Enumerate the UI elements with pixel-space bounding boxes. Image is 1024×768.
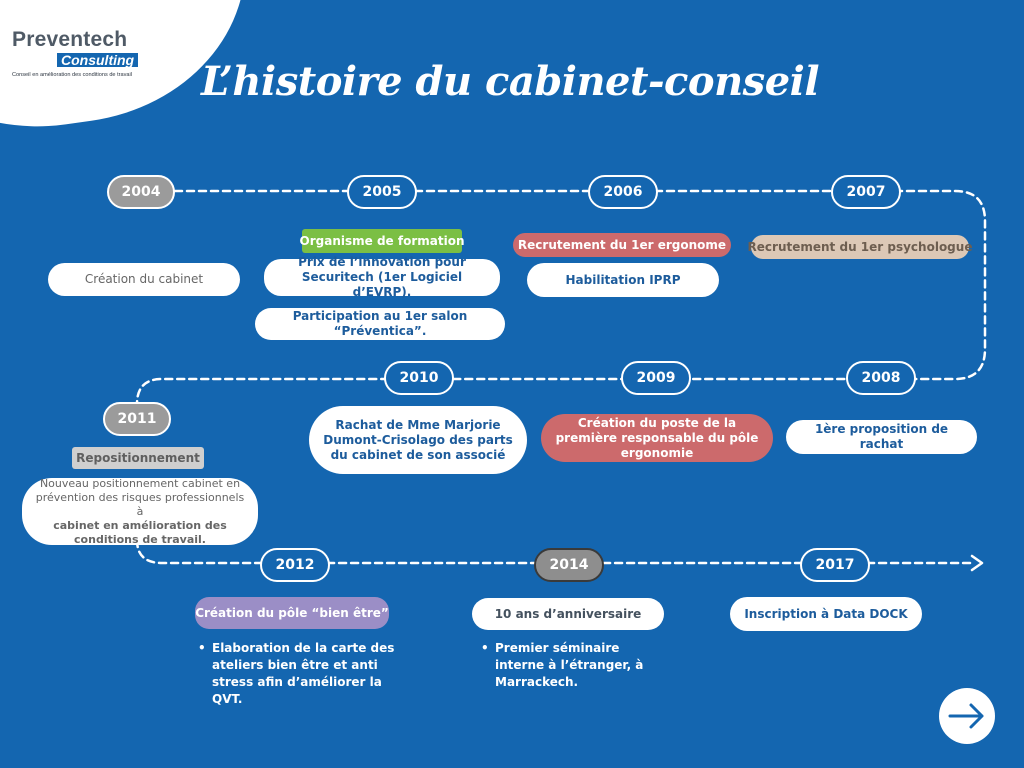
bullet-icon: • (198, 641, 206, 655)
event-2005-card-2: Participation au 1er salon “Préventica”. (255, 308, 505, 340)
event-2009-card: Création du poste de la première respons… (541, 414, 773, 462)
event-2011-card: Nouveau positionnement cabinet en préven… (22, 476, 258, 546)
event-2006-card: Habilitation IPRP (527, 263, 719, 297)
event-2017-card: Inscription à Data DOCK (730, 597, 922, 631)
logo-sub-text: Consulting (57, 53, 139, 67)
logo-tagline: Conseil en amélioration des conditions d… (12, 72, 133, 78)
year-2004: 2004 (107, 175, 175, 209)
year-2005: 2005 (347, 175, 417, 209)
event-2008-card: 1ère proposition de rachat (786, 420, 977, 454)
event-2011-card-text: Nouveau positionnement cabinet en préven… (35, 476, 245, 518)
year-2012: 2012 (260, 548, 330, 582)
logo-main-text: Preventech (12, 28, 128, 51)
event-2012-bullet: • Elaboration de la carte des ateliers b… (198, 640, 398, 706)
event-2006-tag: Recrutement du 1er ergonome (513, 233, 731, 257)
year-2011: 2011 (103, 402, 171, 436)
event-2011-card-emphasis: cabinet en amélioration des conditions d… (53, 518, 227, 546)
year-2006: 2006 (588, 175, 658, 209)
year-2007: 2007 (831, 175, 901, 209)
year-2010: 2010 (384, 361, 454, 395)
year-2008: 2008 (846, 361, 916, 395)
event-2011-tag: Repositionnement (72, 447, 204, 469)
year-2017: 2017 (800, 548, 870, 582)
event-2014-bullet-text: Premier séminaire interne à l’étranger, … (495, 641, 644, 689)
logo: Preventech Consulting Conseil en amélior… (12, 28, 172, 78)
next-slide-button[interactable] (939, 688, 995, 744)
page-title: L’histoire du cabinet-conseil (200, 58, 820, 105)
event-2012-tag: Création du pôle “bien être” (195, 597, 389, 629)
event-2012-bullet-text: Elaboration de la carte des ateliers bie… (212, 641, 395, 706)
event-2014-tag: 10 ans d’anniversaire (472, 598, 664, 630)
year-2014: 2014 (534, 548, 604, 582)
event-2010-card: Rachat de Mme Marjorie Dumont-Crisolago … (309, 406, 527, 474)
event-2007-tag: Recrutement du 1er psychologue (748, 235, 972, 259)
event-2005-tag: Organisme de formation (300, 229, 464, 253)
bullet-icon: • (481, 641, 489, 655)
event-2004-card: Création du cabinet (48, 263, 240, 296)
event-2014-bullet: • Premier séminaire interne à l’étranger… (481, 640, 681, 689)
year-2009: 2009 (621, 361, 691, 395)
event-2005-card-1: Prix de l’innovation pour Securitech (1e… (264, 255, 500, 299)
arrow-right-icon (948, 703, 984, 729)
